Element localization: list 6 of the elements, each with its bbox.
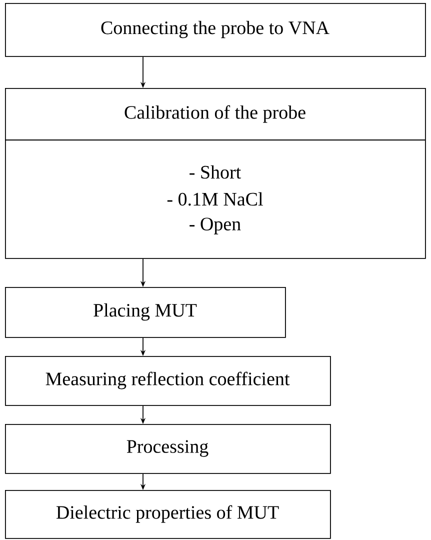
process-box: Measuring reflection coefficient [5, 356, 331, 406]
process-box: Placing MUT [5, 287, 286, 338]
process-box: Dielectric properties of MUT [5, 490, 331, 539]
process-box: Connecting the probe to VNA [5, 3, 426, 57]
process-box: Calibration of the probe - Short - 0.1M NaCl - Open [4, 88, 426, 259]
process-box: Processing [5, 424, 331, 474]
